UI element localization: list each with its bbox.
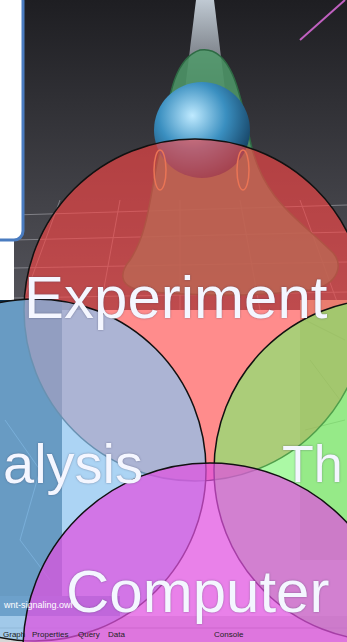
tab-label-box: Properties xyxy=(32,631,68,639)
tab-label: Data xyxy=(108,630,125,639)
circle-label: Computer xyxy=(66,558,329,625)
circle-label-box: Th xyxy=(282,438,343,490)
tab-label-box: Data xyxy=(108,631,125,639)
tab-label: Query xyxy=(78,630,100,639)
tab-label: Console xyxy=(214,630,243,639)
window-title: wnt-signaling.owl xyxy=(4,600,73,610)
circle-label-box: alysis xyxy=(3,436,143,492)
window-title-box: wnt-signaling.owl xyxy=(4,601,73,610)
circle-label: alysis xyxy=(3,432,143,495)
circle-label: Experiment xyxy=(24,264,327,331)
circle-label-box: Experiment xyxy=(24,268,327,328)
circle-label-box: Computer xyxy=(66,562,329,622)
side-panel xyxy=(0,0,23,240)
tab-label: Graph xyxy=(3,630,25,639)
circle-label: Th xyxy=(282,435,343,493)
tab-label-box: Console xyxy=(214,631,243,639)
tab-label-box: Graph xyxy=(3,631,25,639)
tab-label: Properties xyxy=(32,630,68,639)
pipette xyxy=(300,0,345,40)
tab-label-box: Query xyxy=(78,631,100,639)
venn-circle-shape xyxy=(23,463,347,642)
